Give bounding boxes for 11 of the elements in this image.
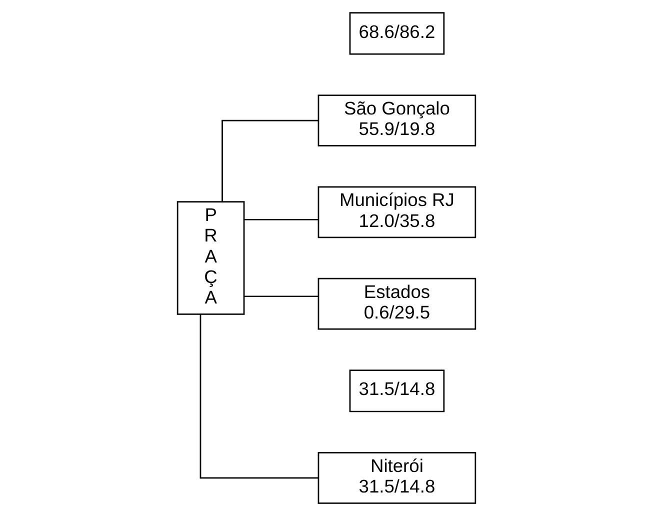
node-box: São Gonçalo 55.9/19.8 xyxy=(318,94,476,146)
node-box: Estados 0.6/29.5 xyxy=(318,278,476,330)
connector xyxy=(244,296,318,298)
connector xyxy=(200,314,318,479)
node-box: Niterói 31.5/14.8 xyxy=(318,452,476,504)
node-box: Municípios RJ 12.0/35.8 xyxy=(318,186,476,238)
node-box: P R A Ç A xyxy=(176,201,245,315)
connector xyxy=(222,120,318,202)
node-box: 68.6/86.2 xyxy=(349,12,445,55)
node-box: 31.5/14.8 xyxy=(349,370,445,412)
connector xyxy=(244,218,318,220)
